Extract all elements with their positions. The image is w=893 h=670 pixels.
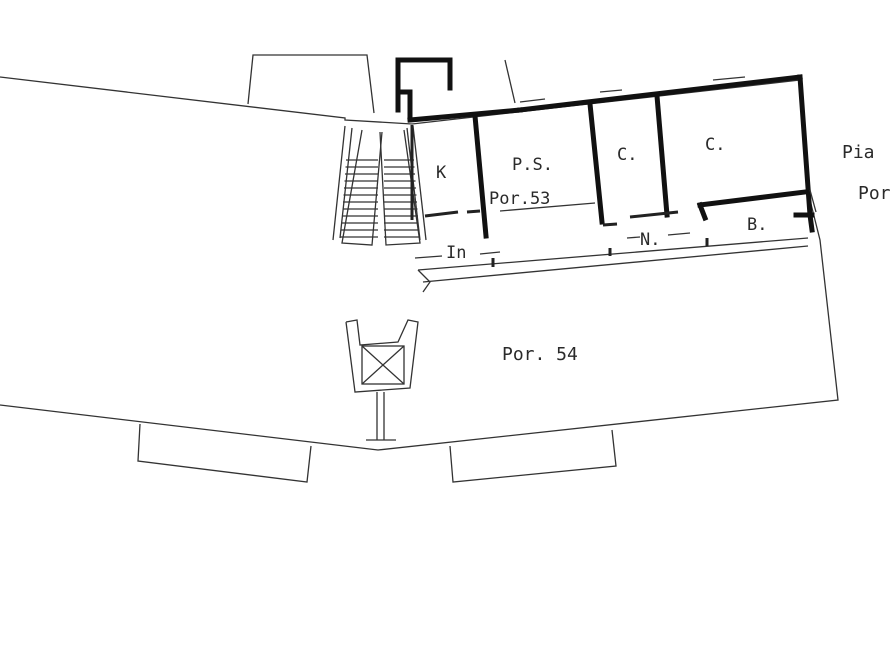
edge-label-top: Pia (842, 142, 875, 163)
lift (345, 319, 419, 441)
windows (519, 76, 817, 213)
balcony-top-left (247, 54, 375, 114)
stair-treads (340, 159, 420, 238)
room-label-kitchen: K (436, 163, 447, 183)
unit53-underline (499, 202, 596, 212)
room-label-living: P.S. (512, 155, 553, 175)
balcony-top-right (504, 59, 516, 104)
gallery-rail (417, 237, 809, 293)
room-label-niche: N. (640, 230, 660, 250)
edge-label-bottom: Por (858, 183, 891, 204)
unit-label-53: Por.53 (489, 189, 550, 209)
unit-53-walls (395, 57, 815, 239)
unit-label-54: Por. 54 (502, 344, 578, 365)
entrance-arrows (414, 232, 691, 259)
balcony-bottom-right (449, 429, 617, 483)
room-label-bedroom-1: C. (617, 145, 637, 165)
building-outline (0, 76, 839, 451)
room-label-bedroom-2: C. (705, 135, 725, 155)
room-label-bath: B. (747, 215, 767, 235)
room-label-entrance: In (446, 243, 466, 263)
balcony-bottom-left (137, 423, 312, 483)
